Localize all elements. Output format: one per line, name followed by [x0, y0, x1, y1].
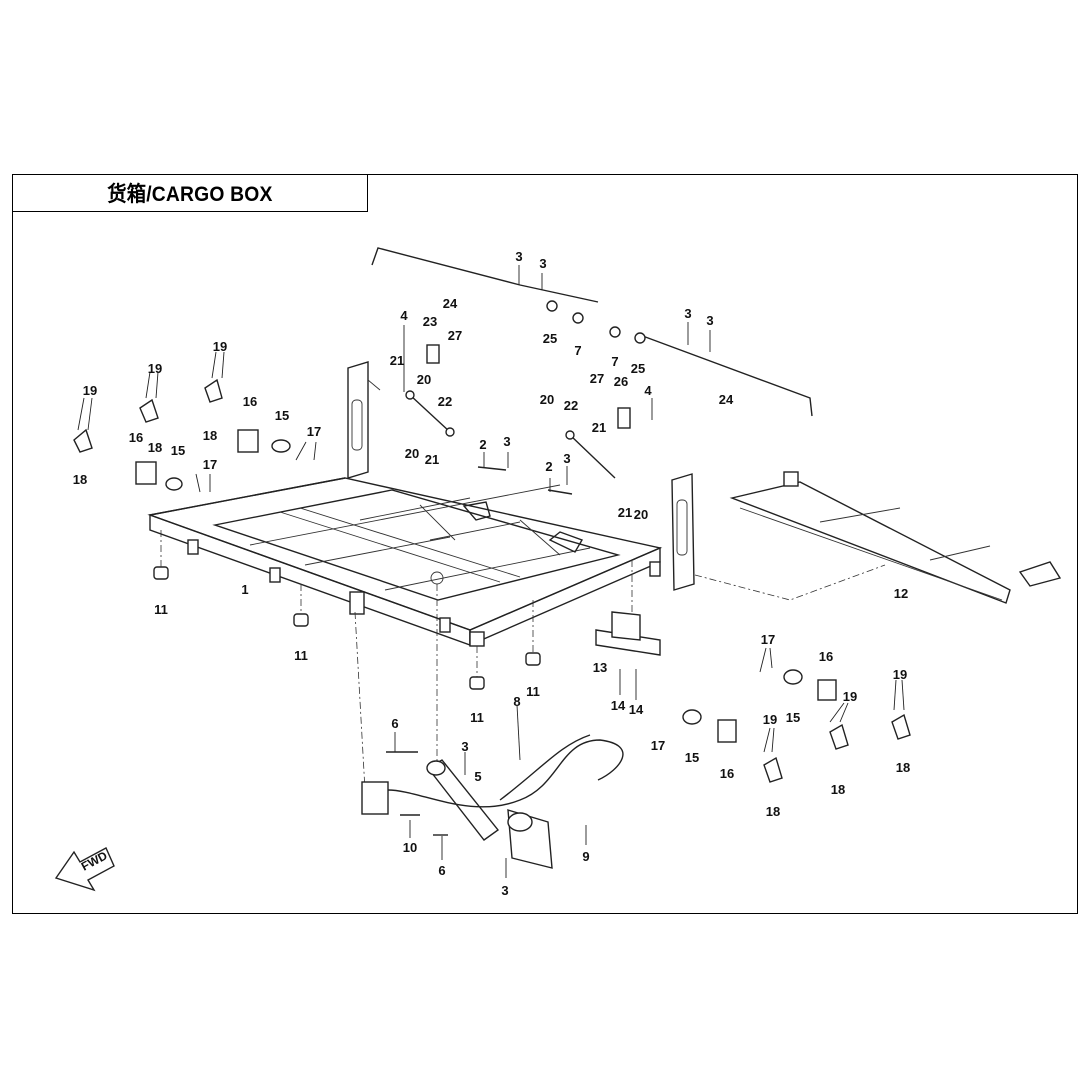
title-box: 货箱/CARGO BOX — [12, 174, 368, 212]
label-6: 6 — [391, 716, 398, 731]
label-16: 16 — [819, 649, 833, 664]
label-17: 17 — [307, 424, 321, 439]
label-4: 4 — [400, 308, 408, 323]
label-5: 5 — [474, 769, 481, 784]
label-21: 21 — [592, 420, 606, 435]
label-19: 19 — [843, 689, 857, 704]
label-22: 22 — [438, 394, 452, 409]
right-upright — [671, 473, 695, 591]
leader-lines — [77, 325, 905, 878]
label-3: 3 — [563, 451, 570, 466]
left-upright — [347, 361, 381, 479]
label-15: 15 — [685, 750, 699, 765]
mount-plate — [595, 611, 661, 656]
label-18: 18 — [203, 428, 217, 443]
label-20: 20 — [540, 392, 554, 407]
label-18: 18 — [896, 760, 910, 775]
label-10: 10 — [403, 840, 417, 855]
label-2: 2 — [545, 459, 552, 474]
label-25: 25 — [543, 331, 557, 346]
label-21: 21 — [390, 353, 404, 368]
label-17: 17 — [651, 738, 665, 753]
label-19: 19 — [148, 361, 162, 376]
label-20: 20 — [417, 372, 431, 387]
label-23: 23 — [423, 314, 437, 329]
support-rod-left — [371, 247, 599, 303]
drawing-frame — [12, 174, 1078, 914]
page-title: 货箱/CARGO BOX — [107, 183, 273, 206]
bracket-left-outer — [73, 428, 183, 491]
label-15: 15 — [171, 443, 185, 458]
label-15: 15 — [275, 408, 289, 423]
label-17: 17 — [203, 457, 217, 472]
label-3: 3 — [684, 306, 691, 321]
label-18: 18 — [766, 804, 780, 819]
label-25: 25 — [631, 361, 645, 376]
label-15: 15 — [786, 710, 800, 725]
label-3: 3 — [539, 256, 546, 271]
label-20: 20 — [405, 446, 419, 461]
label-3: 3 — [501, 883, 508, 898]
label-18: 18 — [73, 472, 87, 487]
label-11: 11 — [526, 684, 540, 699]
label-19: 19 — [213, 339, 227, 354]
dump-actuator-assembly — [361, 734, 624, 869]
label-24: 24 — [719, 392, 734, 407]
label-19: 19 — [83, 383, 97, 398]
label-14: 14 — [611, 698, 626, 713]
label-19: 19 — [893, 667, 907, 682]
label-7: 7 — [574, 343, 581, 358]
label-9: 9 — [582, 849, 589, 864]
label-14: 14 — [629, 702, 644, 717]
label-22: 22 — [564, 398, 578, 413]
label-16: 16 — [720, 766, 734, 781]
rubber-bumpers — [153, 566, 541, 690]
label-11: 11 — [470, 710, 484, 725]
label-3: 3 — [461, 739, 468, 754]
label-19: 19 — [763, 712, 777, 727]
label-16: 16 — [129, 430, 143, 445]
label-3: 3 — [503, 434, 510, 449]
label-6: 6 — [438, 863, 445, 878]
label-13: 13 — [593, 660, 607, 675]
label-18: 18 — [148, 440, 162, 455]
label-27: 27 — [448, 328, 462, 343]
bracket-right — [682, 669, 911, 783]
label-21: 21 — [618, 505, 632, 520]
label-21: 21 — [425, 452, 439, 467]
label-4: 4 — [644, 383, 652, 398]
latch-parts — [405, 300, 646, 495]
label-2: 2 — [479, 437, 486, 452]
label-11: 11 — [154, 602, 168, 617]
label-17: 17 — [761, 632, 775, 647]
label-11: 11 — [294, 648, 308, 663]
cargo-frame — [147, 477, 663, 647]
bracket-left-inner — [139, 378, 291, 453]
support-rod-right — [639, 322, 813, 417]
label-26: 26 — [614, 374, 628, 389]
extension-rail — [729, 471, 1062, 604]
label-8: 8 — [513, 694, 520, 709]
callout-labels: 1 2 2 3 3 3 3 3 3 3 3 4 4 5 6 6 7 7 8 9 … — [73, 249, 910, 898]
label-12: 12 — [894, 586, 908, 601]
label-3: 3 — [515, 249, 522, 264]
label-18: 18 — [831, 782, 845, 797]
label-16: 16 — [243, 394, 257, 409]
label-20: 20 — [634, 507, 648, 522]
label-7: 7 — [611, 354, 618, 369]
forward-arrow-icon: FWD — [54, 847, 115, 892]
label-1: 1 — [241, 582, 248, 597]
label-3: 3 — [706, 313, 713, 328]
label-24: 24 — [443, 296, 458, 311]
label-27: 27 — [590, 371, 604, 386]
